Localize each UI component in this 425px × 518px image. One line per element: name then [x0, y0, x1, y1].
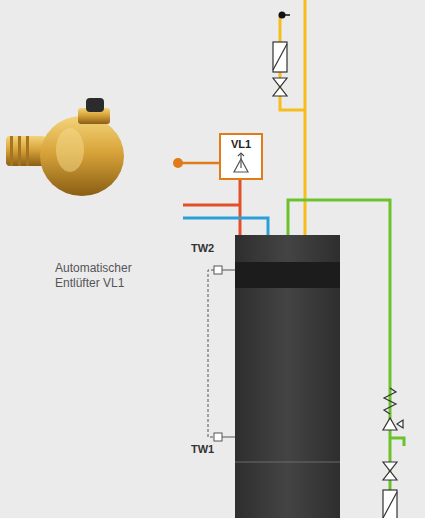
tank-band: [235, 262, 340, 288]
vent-symbol: [234, 153, 248, 172]
leader-dot: [173, 158, 183, 168]
vent-thread: [6, 136, 46, 166]
gate-valve: [273, 78, 287, 96]
vent-box-fill: [221, 134, 261, 178]
vent-arrow-head: [238, 153, 244, 156]
drain-pipe: [390, 438, 404, 446]
check-valve: [273, 42, 287, 72]
sensor-tw2: [214, 266, 222, 274]
storage-tank: [235, 235, 340, 518]
pipe-end: [282, 14, 290, 16]
part-caption: Automatischer Entlüfter VL1: [55, 261, 147, 291]
vent-cap: [86, 98, 104, 112]
vent-box: VL1: [219, 133, 263, 180]
sensor-wire: [222, 270, 235, 271]
air-vent-photo: [6, 98, 124, 196]
thread-groove: [18, 136, 21, 166]
safety-valve-spring: [384, 388, 396, 414]
vent-body: [40, 116, 124, 196]
sensor-link: [208, 270, 214, 437]
check-valve-mark: [383, 492, 397, 518]
check-valve-mark: [273, 44, 287, 70]
thread-groove: [26, 136, 29, 166]
check-valve: [383, 490, 397, 518]
thread-groove: [10, 136, 13, 166]
sensor-label: TW1: [191, 443, 214, 456]
component-tag: VL1: [221, 135, 261, 151]
sensor-label: TW2: [191, 242, 214, 255]
hot-pipe: [239, 180, 242, 237]
sensor-tw1: [214, 433, 222, 441]
hot-pipe: [183, 204, 240, 207]
leader-line: [178, 162, 220, 165]
vent-highlight: [56, 128, 84, 172]
tank-seam: [235, 462, 340, 463]
vent-arrow: [240, 153, 241, 168]
sensor-wire: [222, 437, 235, 438]
safety-valve: [383, 418, 397, 430]
safety-valve-outlet: [397, 420, 403, 428]
gate-valve: [383, 462, 397, 480]
cold-pipe: [183, 218, 268, 237]
